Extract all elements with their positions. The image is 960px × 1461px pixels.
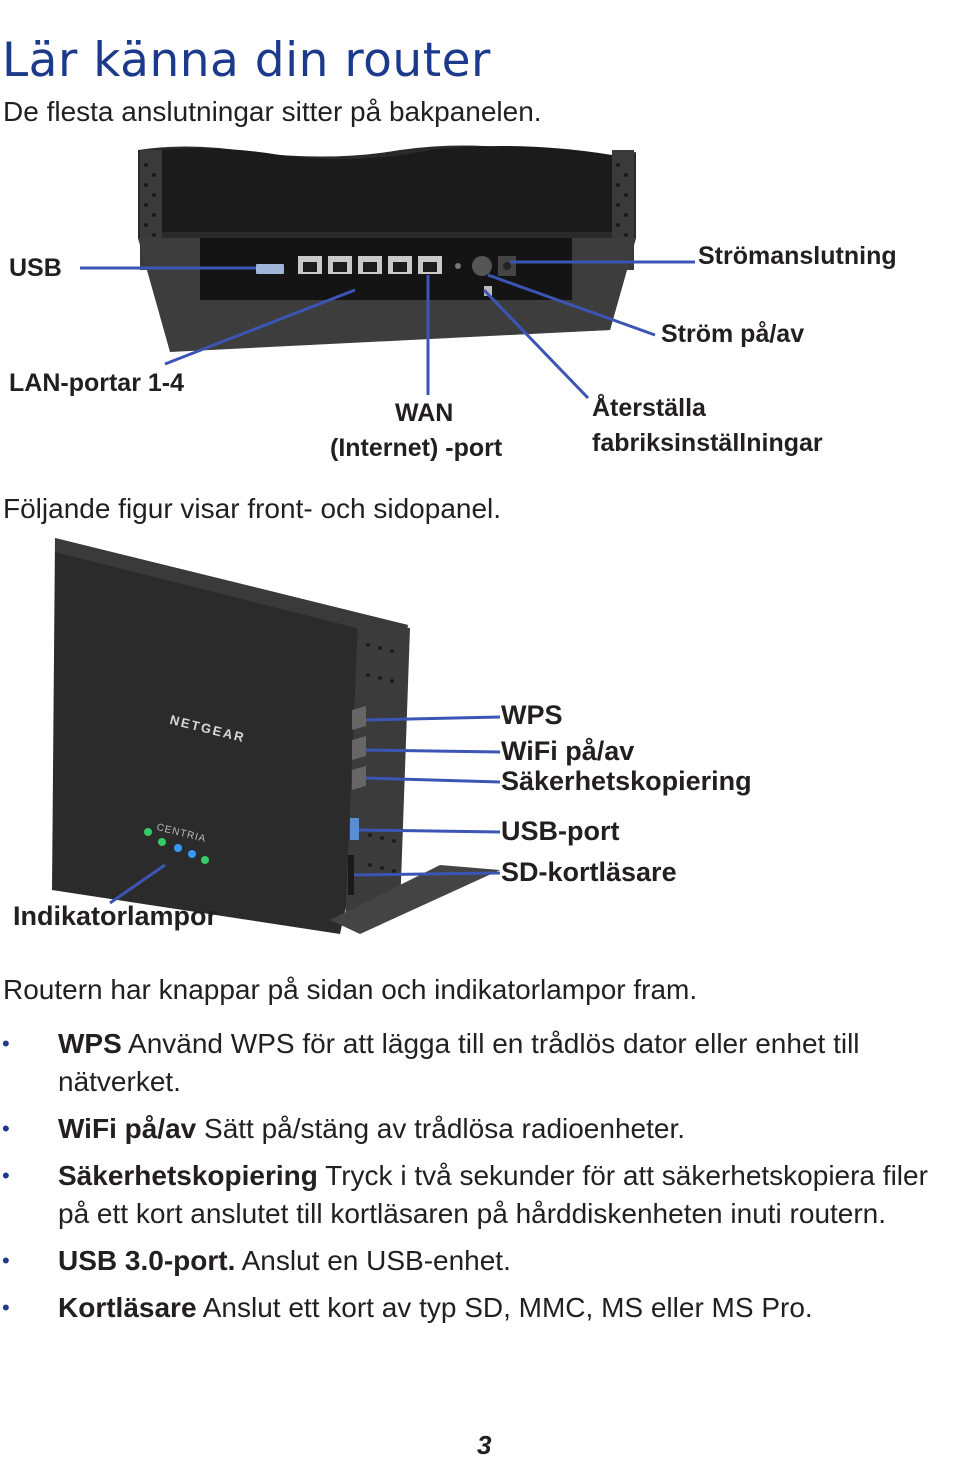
label-lan-ports: LAN-portar 1-4 [9, 366, 184, 401]
bullet-icon: • [2, 1025, 10, 1063]
label-backup: Säkerhetskopiering [501, 764, 752, 798]
list-item: • USB 3.0-port. Anslut en USB-enhet. [0, 1242, 960, 1280]
usb-port-icon [256, 264, 284, 274]
bullet-term: WiFi på/av [58, 1113, 196, 1144]
label-indicator-lights: Indikatorlampor [13, 899, 217, 933]
summary-text: Routern har knappar på sidan och indikat… [3, 974, 697, 1006]
bullet-term: USB 3.0-port. [58, 1245, 235, 1276]
label-sd-reader: SD-kortläsare [501, 855, 677, 889]
label-reset-line2: fabriksinställningar [592, 426, 823, 461]
front-intro-text: Följande figur visar front- och sidopane… [3, 493, 501, 525]
bullet-icon: • [2, 1110, 10, 1148]
list-item: • WiFi på/av Sätt på/stäng av trådlösa ra… [0, 1110, 960, 1148]
label-power-connection: Strömanslutning [698, 239, 897, 274]
label-wan-line1: WAN [395, 396, 453, 431]
bullet-term: WPS [58, 1028, 122, 1059]
label-usb-port: USB-port [501, 814, 619, 848]
bullet-icon: • [2, 1242, 10, 1280]
label-wan-line2: (Internet) -port [330, 431, 502, 466]
bullet-text: Anslut en USB-enhet. [235, 1245, 511, 1276]
label-wifi: WiFi på/av [501, 734, 634, 768]
feature-list: • WPS Använd WPS för att lägga till en tr… [0, 1025, 960, 1336]
list-item: • Kortläsare Anslut ett kort av typ SD, M… [0, 1289, 960, 1327]
bullet-icon: • [2, 1157, 10, 1195]
bullet-term: Kortläsare [58, 1292, 197, 1323]
bullet-text: Använd WPS för att lägga till en trådlös… [58, 1028, 860, 1097]
list-item: • WPS Använd WPS för att lägga till en tr… [0, 1025, 960, 1101]
router-front-panel-figure [0, 530, 960, 950]
bullet-icon: • [2, 1289, 10, 1327]
bullet-term: Säkerhetskopiering [58, 1160, 318, 1191]
list-item: •Säkerhetskopiering Tryck i två sekunder… [0, 1157, 960, 1233]
label-usb: USB [9, 251, 62, 286]
label-power-switch: Ström på/av [661, 317, 804, 352]
label-reset-line1: Återställa [592, 391, 706, 426]
bullet-text: Sätt på/stäng av trådlösa radioenheter. [196, 1113, 685, 1144]
page-number: 3 [477, 1430, 491, 1461]
bullet-text: Anslut ett kort av typ SD, MMC, MS eller… [197, 1292, 813, 1323]
label-wps: WPS [501, 698, 563, 732]
